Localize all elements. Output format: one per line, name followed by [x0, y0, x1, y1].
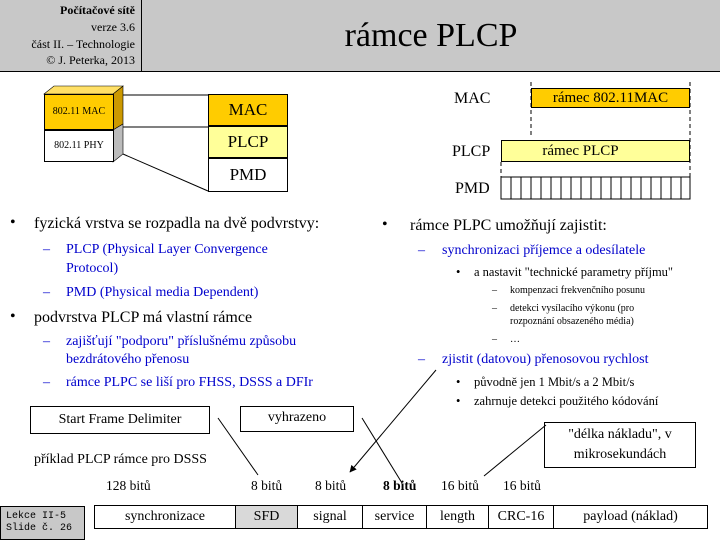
right-bullet-1: rámce PLPC umožňují zajistit:: [410, 217, 607, 234]
pmd-row-label: PMD: [455, 180, 490, 197]
callout-length-line1: "délka nákladu", v: [568, 427, 672, 442]
plcp-row-label: PLCP: [452, 143, 491, 160]
right-sub-params: a nastavit "technické parametry příjmu": [474, 265, 674, 279]
bits-crc: 16 bitů: [503, 478, 541, 493]
right-sub-rate: zjistit (datovou) přenosovou rychlost: [442, 352, 649, 367]
right-sub-coding: zahrnuje detekci použitého kódování: [474, 394, 659, 408]
dash: –: [492, 334, 497, 345]
plcp-layer-box: PLCP: [208, 126, 288, 158]
slide-title: rámce PLCP: [344, 17, 518, 54]
callout-sfd: Start Frame Delimiter: [30, 406, 210, 434]
bullet-dot: •: [456, 375, 461, 389]
callout-reserved: vyhrazeno: [240, 406, 354, 432]
field-payload: payload (náklad): [553, 505, 708, 529]
left-sub-plcp-line2: Protocol): [66, 261, 119, 276]
left-sub-support-line2: bezdrátového přenosu: [66, 352, 190, 367]
bits-service: 8 bitů: [383, 478, 417, 493]
left-sub-differs: rámce PLPC se liší pro FHSS, DSSS a DFIr: [66, 375, 313, 390]
right-sub-ellipsis: …: [510, 334, 520, 345]
dash: –: [418, 352, 425, 367]
small-phy-layer: 802.11 PHY: [44, 130, 114, 162]
bits-sfd: 8 bitů: [251, 478, 283, 493]
right-sub-original: původně jen 1 Mbit/s a 2 Mbit/s: [474, 375, 635, 389]
dash: –: [43, 375, 50, 390]
title-bar: [142, 0, 720, 72]
dash: –: [418, 243, 425, 258]
bullet-dot: •: [10, 308, 16, 325]
mac-layer-box: MAC: [208, 94, 288, 126]
left-bullet-2: podvrstva PLCP má vlastní rámce: [34, 309, 253, 326]
left-bullet-1: fyzická vrstva se rozpadla na dvě podvrs…: [34, 215, 320, 232]
bullet-dot: •: [456, 394, 461, 408]
slide-number: Slide č. 26: [6, 523, 73, 534]
callout-length-line2: mikrosekundách: [573, 447, 667, 462]
example-caption: příklad PLCP rámce pro DSSS: [34, 452, 207, 467]
course-name: Počítačové sítě: [60, 3, 135, 17]
mac-frame-bar: rámec 802.11MAC: [531, 88, 690, 108]
small-mac-layer: 802.11 MAC: [44, 94, 114, 130]
bits-length: 16 bitů: [441, 478, 479, 493]
dash: –: [43, 242, 50, 257]
version-label: verze 3.6: [91, 20, 135, 34]
dash: –: [43, 285, 50, 300]
field-service: service: [362, 505, 427, 529]
plcp-frame-bar: rámec PLCP: [501, 140, 690, 162]
bullet-dot: •: [456, 265, 461, 279]
right-sub-power-line1: detekci vysílacího výkonu (pro: [510, 303, 635, 314]
field-synchronization: synchronizace: [94, 505, 236, 529]
left-sub-plcp-line1: PLCP (Physical Layer Convergence: [66, 242, 268, 257]
left-sub-support-line1: zajišťují "podporu" příslušnému způsobu: [66, 334, 297, 349]
bits-signal: 8 bitů: [315, 478, 347, 493]
field-length: length: [426, 505, 489, 529]
pmd-layer-box: PMD: [208, 158, 288, 192]
field-sfd: SFD: [235, 505, 298, 529]
right-sub-power-line2: rozpoznání obsazeného média): [510, 316, 634, 327]
field-crc: CRC-16: [488, 505, 554, 529]
part-label: část II. – Technologie: [31, 37, 135, 51]
lesson-label: Lekce II-5: [6, 511, 67, 522]
bullet-dot: •: [10, 214, 16, 231]
encapsulation-lines: [500, 82, 691, 200]
mac-row-label: MAC: [454, 90, 491, 107]
left-sub-pmd: PMD (Physical media Dependent): [66, 285, 259, 300]
right-sub-freq: kompenzaci frekvenčního posunu: [510, 285, 645, 296]
field-signal: signal: [297, 505, 363, 529]
dash: –: [492, 303, 497, 314]
dash: –: [43, 334, 50, 349]
bullet-dot: •: [382, 216, 388, 233]
copyright-label: © J. Peterka, 2013: [46, 53, 135, 67]
right-sub-sync: synchronizaci příjemce a odesílatele: [442, 243, 646, 258]
dash: –: [492, 285, 497, 296]
header-info-box: Počítačové sítě verze 3.6 část II. – Tec…: [0, 0, 142, 72]
bits-sync: 128 bitů: [106, 478, 151, 493]
slide-footer: Lekce II-5 Slide č. 26: [0, 506, 85, 540]
callout-length: "délka nákladu", v mikrosekundách: [544, 422, 696, 468]
